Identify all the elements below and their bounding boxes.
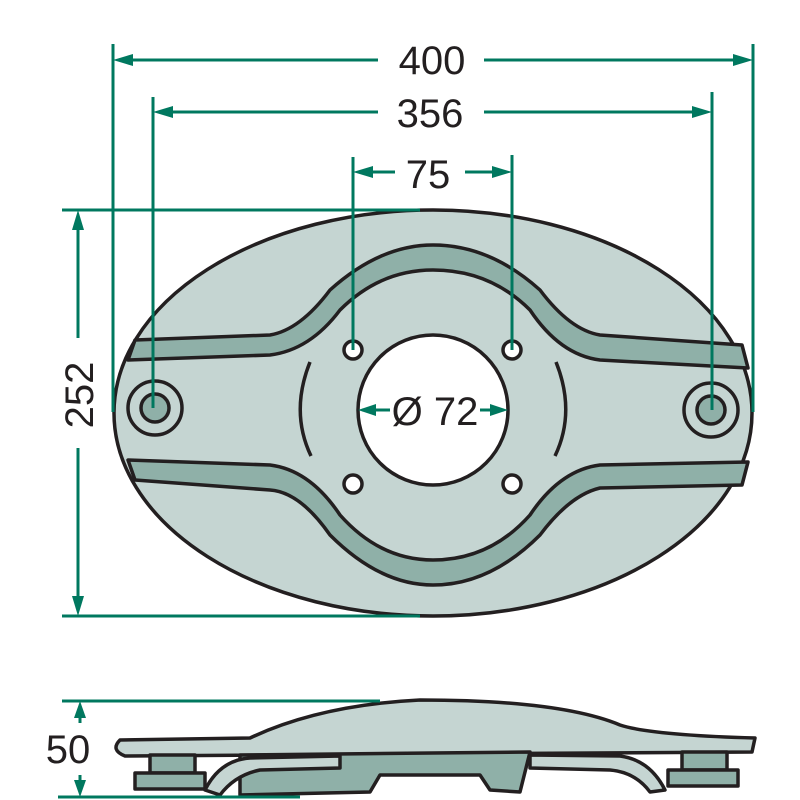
side-plate-dome [114,698,757,758]
top-view [112,208,754,618]
boss-arc-left [298,361,313,457]
upper-groove [126,243,750,370]
dimension-75: 75 [351,153,514,350]
dimension-label-356: 356 [397,92,464,136]
dimension-bore: Ø 72 [358,390,508,434]
dimension-label-75: 75 [406,153,451,197]
bolt-hole [342,473,364,495]
side-view [114,698,757,797]
side-blade-right [528,753,667,794]
side-nut-right [666,768,740,788]
side-bolt-right [680,750,729,772]
dimension-400: 400 [111,39,755,412]
dimension-label-252: 252 [58,362,102,429]
dimension-356: 356 [151,92,714,410]
boss-arc-right [553,361,568,457]
dimension-label-bore: Ø 72 [392,390,479,434]
side-bolt-left [148,753,197,775]
blade-bolt-left [139,392,171,424]
lower-groove [126,458,750,587]
dimension-label-400: 400 [399,39,466,83]
dimension-252: 252 [58,208,420,618]
bolt-hole [501,473,523,495]
side-nut-left [133,771,207,791]
blade-bolt-boss-left [126,379,184,437]
side-blade-left [203,754,342,797]
dimension-label-50: 50 [46,728,91,772]
dimension-50: 50 [46,699,380,799]
